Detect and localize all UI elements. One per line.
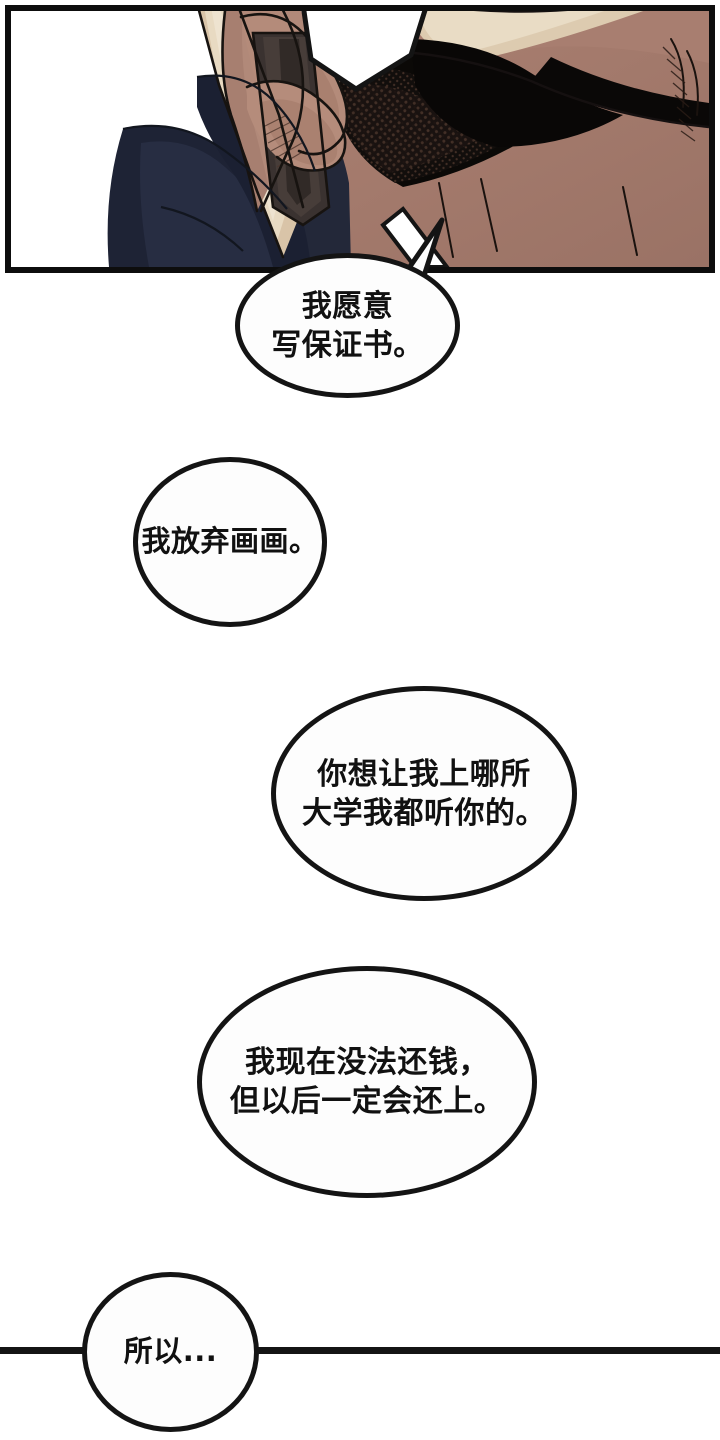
speech-bubble-3[interactable]: 你想让我上哪所 大学我都听你的。	[271, 686, 577, 901]
speech-bubble-2-text: 我放弃画画。	[141, 524, 319, 559]
speech-bubble-1[interactable]: 我愿意 写保证书。	[235, 253, 460, 398]
speech-bubble-4[interactable]: 我现在没法还钱， 但以后一定会还上。	[197, 966, 537, 1198]
speech-bubble-5[interactable]: 所以...	[82, 1272, 259, 1432]
speech-bubble-3-text: 你想让我上哪所 大学我都听你的。	[302, 756, 546, 831]
speech-bubble-5-text: 所以...	[123, 1334, 218, 1369]
panel-divider-line	[0, 1347, 720, 1354]
panel-artwork	[11, 11, 709, 267]
comic-panel-top	[5, 5, 715, 273]
speech-bubble-4-text: 我现在没法还钱， 但以后一定会还上。	[229, 1045, 505, 1119]
speech-bubble-2[interactable]: 我放弃画画。	[133, 457, 327, 627]
speech-bubble-1-text: 我愿意 写保证书。	[271, 288, 424, 363]
